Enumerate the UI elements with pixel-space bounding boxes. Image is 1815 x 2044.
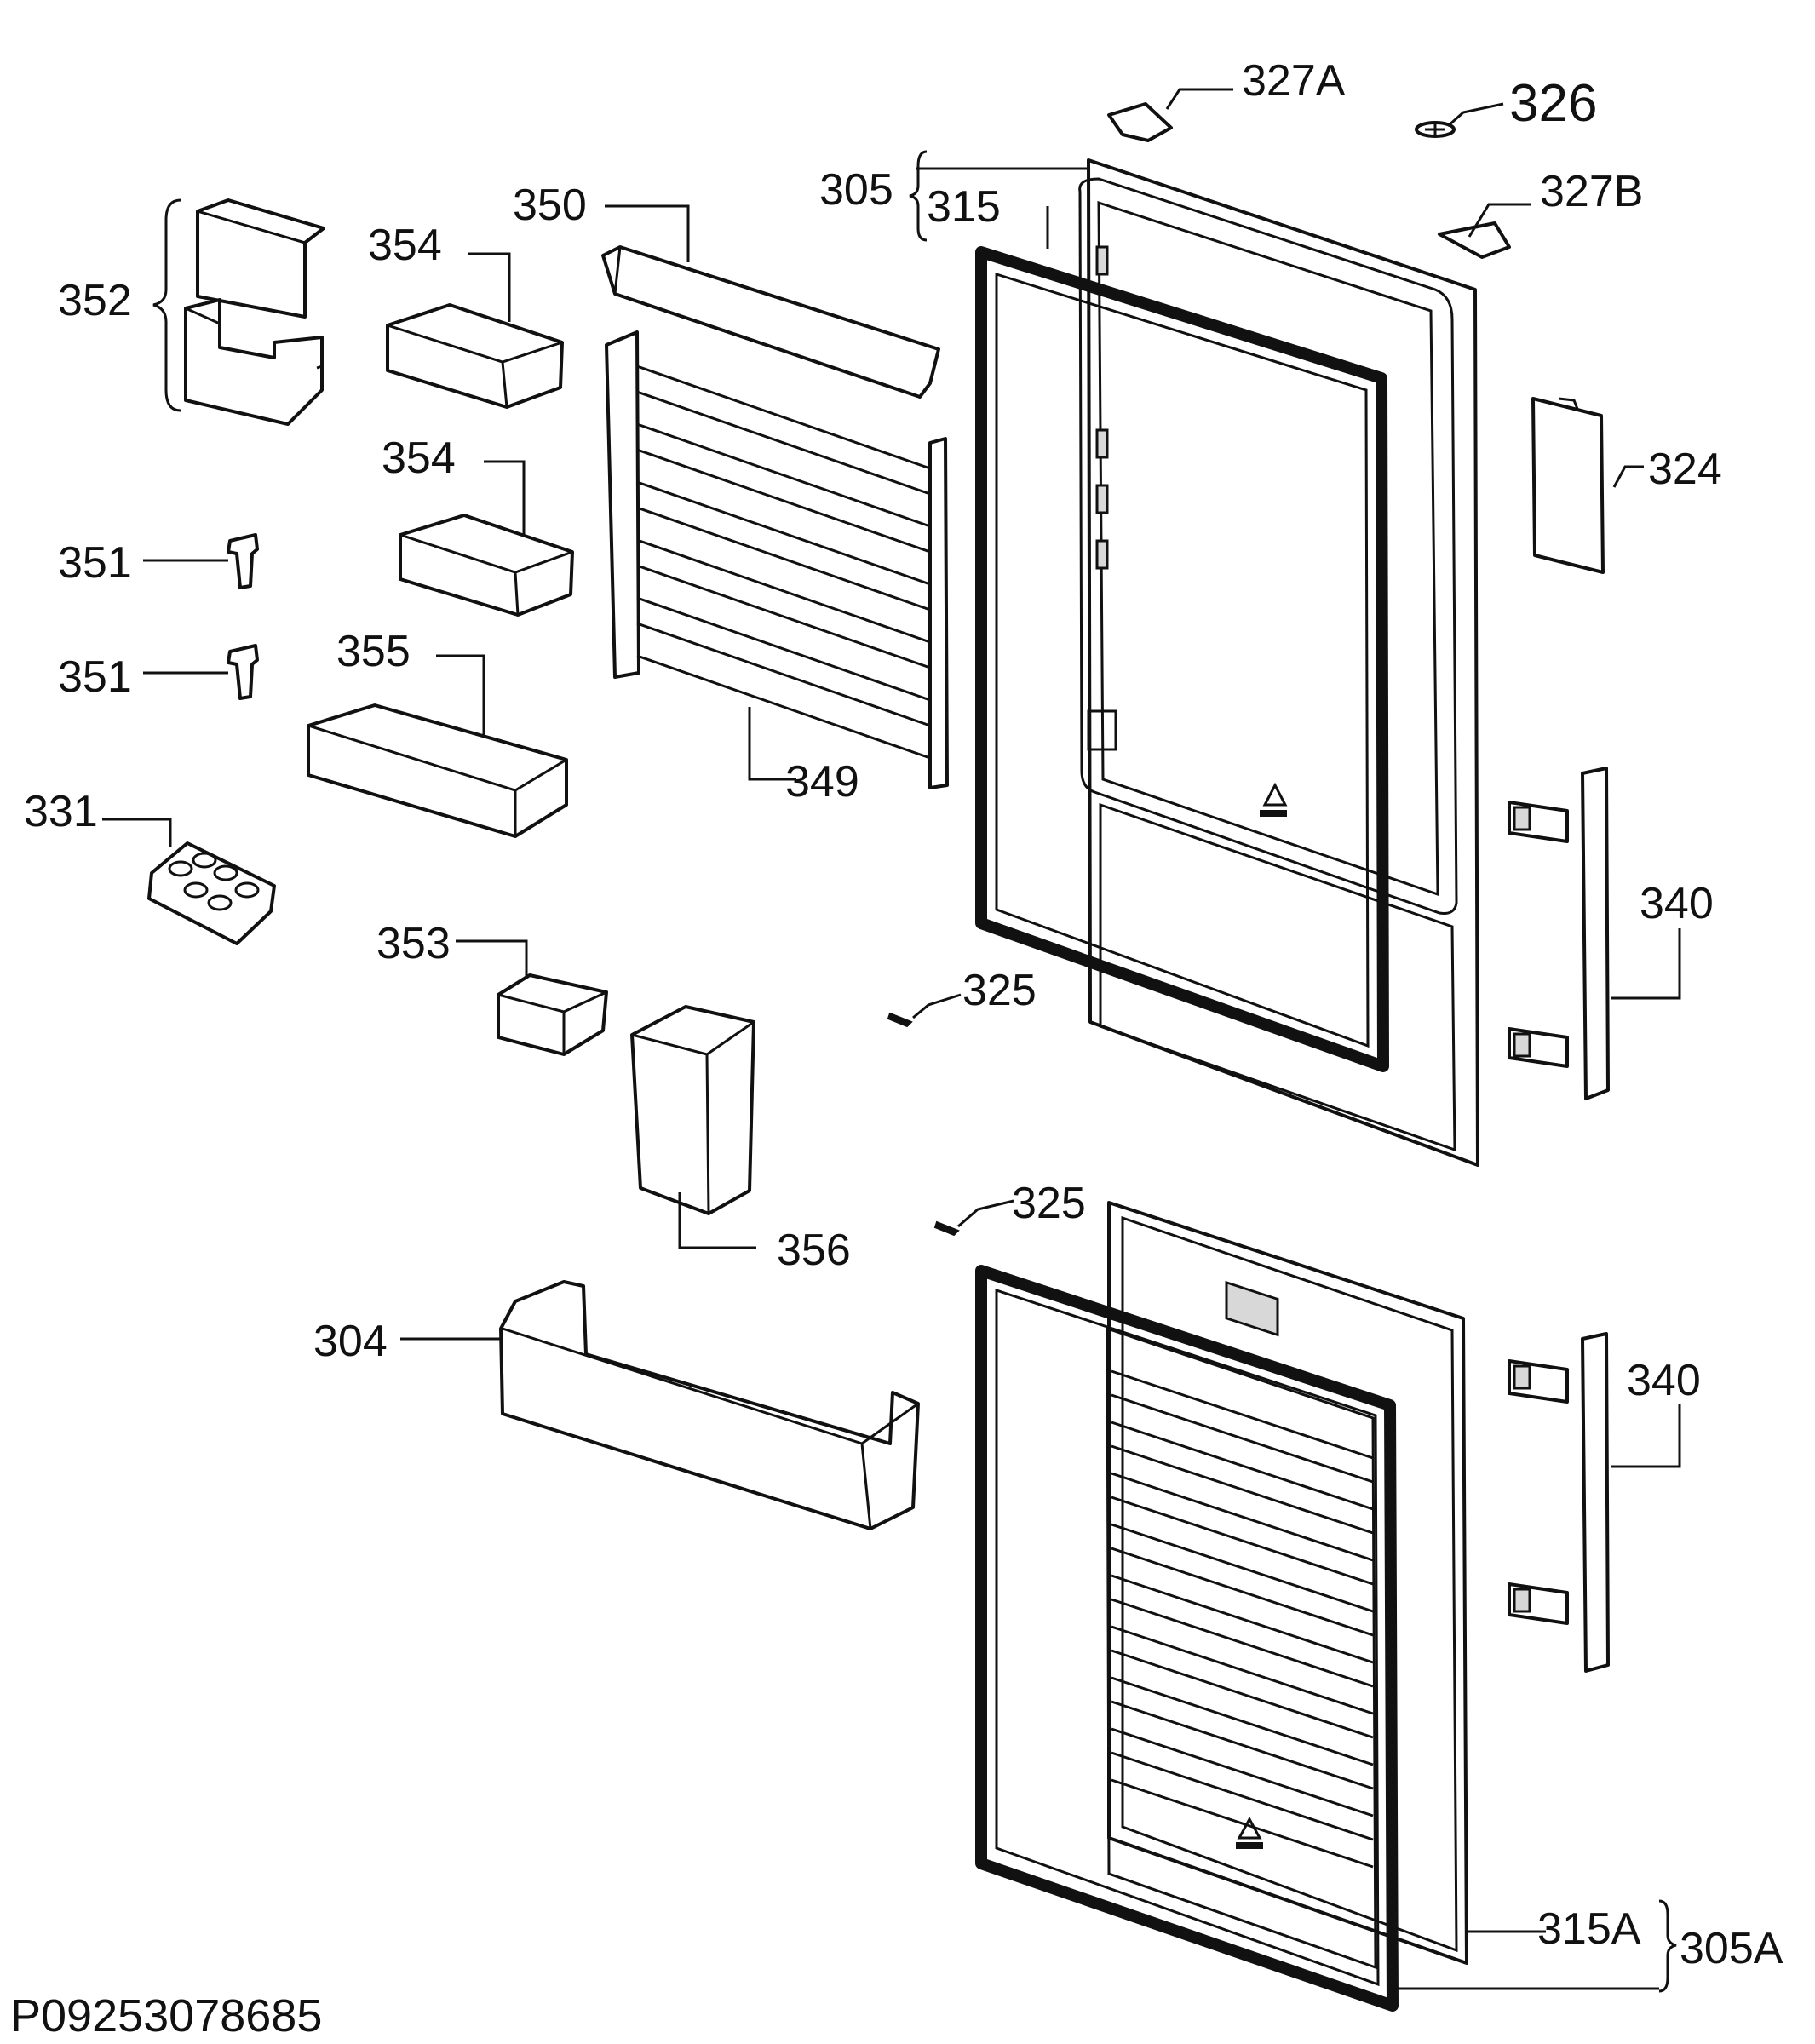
- shelf-frame-349: [605, 330, 949, 789]
- callout-350: 350: [513, 181, 587, 230]
- screw-325-b: [933, 1220, 960, 1237]
- callout-349: 349: [785, 757, 859, 807]
- callout-356: 356: [777, 1226, 851, 1275]
- callout-355: 355: [336, 627, 411, 676]
- callout-325-a: 325: [962, 966, 1037, 1015]
- callout-304: 304: [313, 1317, 388, 1366]
- recycle-symbol-icon: [1260, 782, 1288, 817]
- callout-340-bottom: 340: [1627, 1356, 1701, 1405]
- callout-326: 326: [1509, 74, 1597, 133]
- callout-352: 352: [58, 276, 132, 325]
- brace-305A: [1658, 1899, 1677, 1993]
- shelf-box-355: [307, 703, 568, 838]
- box-353: [497, 973, 608, 1056]
- callout-327B: 327B: [1540, 167, 1643, 216]
- callout-354-b: 354: [382, 433, 456, 483]
- shelf-box-354-a: [386, 303, 564, 409]
- brace-305: [909, 150, 928, 242]
- upper-handle-340: [1508, 766, 1610, 1100]
- shelf-box-354-b: [399, 514, 574, 617]
- door-bin-304: [499, 1280, 920, 1530]
- callout-351-b: 351: [58, 652, 132, 702]
- clip-351-b: [227, 644, 259, 700]
- box-352: [184, 198, 325, 426]
- callout-351-a: 351: [58, 538, 132, 588]
- callout-340-top: 340: [1640, 879, 1714, 928]
- egg-tray-331: [147, 841, 276, 945]
- drawing-code: P09253078685: [10, 1990, 322, 2041]
- callout-315: 315: [927, 182, 1001, 232]
- screw-326: [1415, 121, 1456, 138]
- screw-325-a: [887, 1012, 913, 1028]
- upper-gasket-315: [975, 246, 1389, 1072]
- callout-354-a: 354: [368, 221, 442, 270]
- callout-305A: 305A: [1680, 1924, 1783, 1973]
- leader-lines: [102, 88, 1681, 1990]
- callout-331: 331: [24, 787, 98, 836]
- clip-351-a: [227, 533, 259, 589]
- callout-315A: 315A: [1537, 1904, 1641, 1954]
- callout-324: 324: [1648, 445, 1722, 494]
- brace-352: [152, 198, 181, 412]
- lower-gasket-315A: [975, 1265, 1399, 2012]
- callout-325-b: 325: [1012, 1179, 1086, 1228]
- container-356: [630, 1005, 755, 1215]
- rail-350: [601, 245, 940, 399]
- hinge-cover-327A: [1107, 102, 1173, 142]
- cover-324: [1531, 397, 1605, 574]
- callout-353: 353: [376, 919, 451, 968]
- lower-handle-340: [1508, 1332, 1610, 1673]
- callout-305-top: 305: [819, 165, 893, 215]
- callout-327A: 327A: [1242, 56, 1346, 106]
